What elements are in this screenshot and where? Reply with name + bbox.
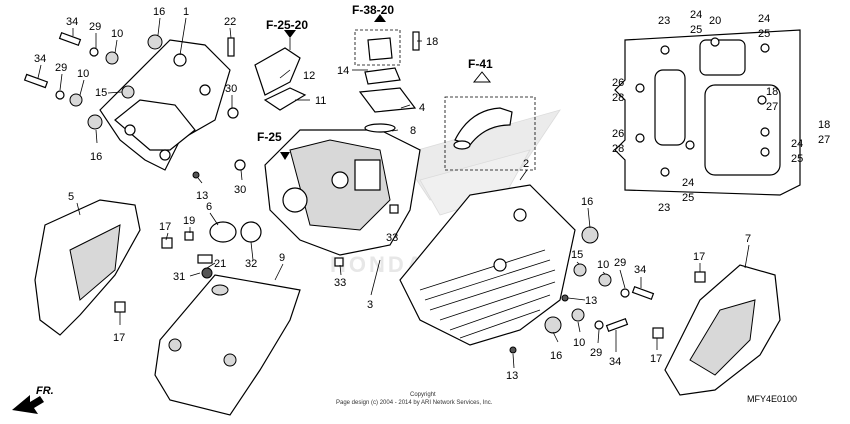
callout-10: 10 [573,337,585,349]
callout-26: 26 [612,128,624,140]
callout-18: 18 [818,119,830,131]
callout-33: 33 [386,232,398,244]
callout-15: 15 [95,87,107,99]
callout-1: 1 [183,6,189,18]
callout-9: 9 [279,252,285,264]
callout-8: 8 [410,125,416,137]
callout-34: 34 [609,356,621,368]
callout-20: 20 [709,15,721,27]
part-bracket-1 [99,39,231,171]
callout-22: 22 [224,16,236,28]
callout-13: 13 [585,295,597,307]
part-cylinder-2 [399,184,576,346]
callout-17: 17 [113,332,125,344]
callout-34: 34 [634,264,646,276]
callout-31: 31 [173,271,185,283]
callout-24: 24 [682,177,694,189]
callout-16: 16 [90,151,102,163]
part-f38-sensor [354,29,417,133]
copyright-line1: Copyright [410,392,436,398]
callout-13: 13 [506,370,518,382]
ref-f38-20: F-38-20 [352,3,394,17]
part-cover-9 [154,274,301,416]
callout-10: 10 [77,68,89,80]
leader-lines [37,17,750,369]
part-f25-20 [254,47,307,111]
ref-f25-20: F-25-20 [266,18,308,32]
copyright-line2: Page design (c) 2004 - 2014 by ARI Netwo… [336,400,493,406]
callout-10: 10 [597,259,609,271]
callout-24: 24 [791,138,803,150]
callout-16: 16 [153,6,165,18]
callout-6: 6 [206,201,212,213]
part-cover-5 [34,199,141,336]
section-refs: F-25-20 F-38-20 F-41 F-25 [257,3,493,160]
part-gasket-plate [614,29,801,196]
callout-23: 23 [658,15,670,27]
callout-27: 27 [818,134,830,146]
callout-17: 17 [693,251,705,263]
part-pipe-f41 [444,96,536,171]
front-direction-arrow: FR. [12,385,54,414]
callout-4: 4 [419,102,425,114]
callout-25: 25 [791,153,803,165]
callout-13: 13 [196,190,208,202]
callout-25: 25 [682,192,694,204]
callout-25: 25 [758,28,770,40]
callout-21: 21 [214,258,226,270]
callout-33: 33 [334,277,346,289]
callout-2: 2 [523,158,529,170]
part-cover-7 [664,264,781,396]
callout-17: 17 [650,353,662,365]
callout-16: 16 [550,350,562,362]
callout-17: 17 [159,221,171,233]
callout-30: 30 [234,184,246,196]
part-cylinder-head [264,129,421,256]
callout-29: 29 [89,21,101,33]
callout-23: 23 [658,202,670,214]
callout-7: 7 [745,233,751,245]
callout-15: 15 [571,249,583,261]
callout-18: 18 [766,86,778,98]
callout-10: 10 [111,28,123,40]
callout-29: 29 [55,62,67,74]
callout-5: 5 [68,191,74,203]
callout-18: 18 [426,36,438,48]
callout-26: 26 [612,77,624,89]
callout-24: 24 [758,13,770,25]
ref-f25: F-25 [257,130,282,144]
callout-28: 28 [612,143,624,155]
callout-29: 29 [614,257,626,269]
honda-wing-watermark: HONDA [330,109,561,277]
callout-34: 34 [34,53,46,65]
callout-14: 14 [337,65,349,77]
callout-30: 30 [225,83,237,95]
callout-29: 29 [590,347,602,359]
diagram-code: MFY4E0100 [747,394,797,404]
callout-28: 28 [612,92,624,104]
callout-32: 32 [245,258,257,270]
callout-11: 11 [315,95,326,107]
callout-19: 19 [183,215,195,227]
callout-34: 34 [66,16,78,28]
callout-12: 12 [303,70,315,82]
ref-f41: F-41 [468,57,493,71]
front-arrow-label: FR. [36,385,54,397]
callout-16: 16 [581,196,593,208]
callout-3: 3 [367,299,373,311]
callout-25: 25 [690,24,702,36]
callout-27: 27 [766,101,778,113]
callout-24: 24 [690,9,702,21]
callout-numbers: 34 29 16 1 22 10 34 29 10 12 15 30 11 14… [34,6,830,382]
